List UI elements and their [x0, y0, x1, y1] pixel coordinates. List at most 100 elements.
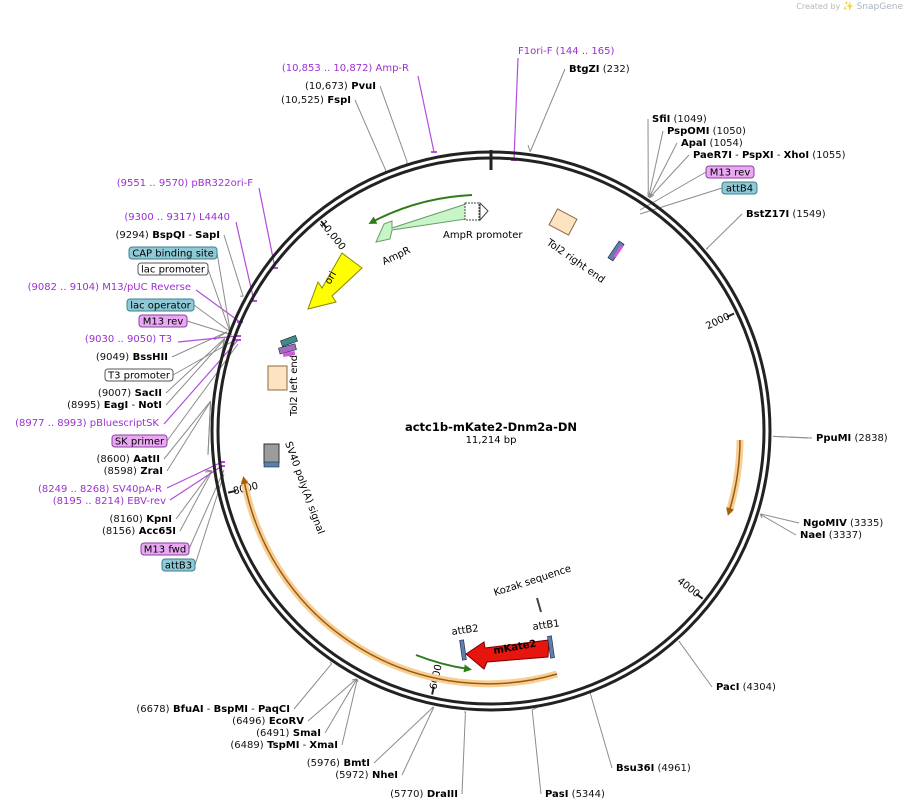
site-position: (5770)	[390, 789, 423, 800]
site-label-bsshii[interactable]: (9049) BssHII	[96, 352, 168, 363]
enzyme-name: BspQI	[149, 230, 185, 241]
attb3-feature	[263, 461, 280, 468]
plasmid-name: actc1b-mKate2-Dnm2a-DN	[405, 420, 577, 434]
site-label-btgzi[interactable]: BtgZI (232)	[569, 64, 630, 75]
feature-box-label: attB4	[726, 184, 753, 195]
site-label-pasi[interactable]: PasI (5344)	[545, 789, 605, 800]
site-position: (2838)	[851, 433, 888, 444]
enzyme-name: PaqCI	[258, 704, 290, 715]
feature-box-m13rev-l[interactable]	[138, 314, 188, 328]
primer-label-pbr322[interactable]: (9551 .. 9570) pBR322ori-F	[117, 178, 253, 189]
primer-text: (8195 .. 8214)	[53, 496, 125, 507]
site-position: (10,525)	[281, 95, 324, 106]
tick-mark	[695, 592, 704, 600]
site-label-psp0mi[interactable]: PspOMI (1050)	[667, 126, 746, 137]
sv40-polya-feature	[263, 443, 280, 464]
primer-label-pbluescript[interactable]: (8977 .. 8993) pBluescriptSK	[15, 418, 159, 429]
site-label-sfii[interactable]: SfiI (1049)	[652, 114, 707, 125]
enzyme-name: BmtI	[340, 758, 370, 769]
tol2-right-end-feature	[548, 208, 578, 236]
site-position: -	[299, 740, 309, 751]
site-label-kpni[interactable]: (8160) KpnI	[110, 514, 173, 525]
site-leader-line	[207, 401, 212, 455]
site-label-bspqi[interactable]: (9294) BspQI - SapI	[115, 230, 220, 241]
site-label-paer7i[interactable]: PaeR7I - PspXI - XhoI (1055)	[693, 150, 846, 161]
site-position: (6678)	[136, 704, 169, 715]
site-leader-line	[179, 470, 213, 532]
feature-box-lacprom[interactable]	[137, 262, 209, 276]
site-label-tspmi[interactable]: (6489) TspMI - XmaI	[230, 740, 338, 751]
site-label-pvui[interactable]: (10,673) PvuI	[305, 81, 376, 92]
primer-text: M13/pUC Reverse	[99, 282, 191, 293]
primer-label-m13puc[interactable]: (9082 .. 9104) M13/pUC Reverse	[28, 282, 191, 293]
feature-box-m13fwd[interactable]	[140, 542, 190, 556]
site-position: (6489)	[230, 740, 263, 751]
site-label-bmti[interactable]: (5976) BmtI	[307, 758, 370, 769]
site-label-paci[interactable]: PacI (4304)	[716, 682, 776, 693]
feature-name-amprprom-lbl: AmpR promoter	[443, 230, 523, 241]
primer-text: pBR322ori-F	[188, 178, 253, 189]
site-leader-line	[307, 678, 357, 722]
site-leader-line	[373, 706, 434, 764]
enzyme-name: XhoI	[784, 150, 809, 161]
enzyme-name: AatII	[130, 454, 160, 465]
primer-text: L4440	[196, 212, 230, 223]
tick-label: 10,000	[317, 218, 348, 252]
feature-box-skprimer[interactable]	[111, 434, 168, 448]
site-label-bstz17i[interactable]: BstZ17I (1549)	[746, 209, 826, 220]
primer-label-f1ori[interactable]: F1ori-F (144 .. 165)	[518, 46, 614, 57]
enzyme-name: TspMI	[264, 740, 300, 751]
site-label-smai[interactable]: (6491) SmaI	[256, 728, 321, 739]
site-label-naei[interactable]: NaeI (3337)	[800, 530, 862, 541]
site-label-ecorv[interactable]: (6496) EcoRV	[232, 716, 304, 727]
attb4-feature	[607, 240, 625, 262]
site-label-aatii[interactable]: (8600) AatII	[97, 454, 160, 465]
orf-arc-right-line	[726, 439, 741, 516]
site-label-zrai[interactable]: (8598) ZraI	[104, 466, 163, 477]
site-leader-line	[527, 144, 531, 152]
site-label-ppumi[interactable]: PpuMI (2838)	[816, 433, 888, 444]
primer-label-ebv[interactable]: (8195 .. 8214) EBV-rev	[53, 496, 166, 507]
site-label-fspi[interactable]: (10,525) FspI	[281, 95, 351, 106]
site-leader-line	[354, 99, 386, 170]
primer-label-ampr-primer[interactable]: (10,853 .. 10,872) Amp-R	[282, 63, 409, 74]
feature-box-attb3[interactable]	[161, 558, 196, 572]
site-position: -	[128, 400, 138, 411]
site-position: (8160)	[110, 514, 143, 525]
site-label-acc65i[interactable]: (8156) Acc65I	[102, 526, 176, 537]
feature-box-label: M13 rev	[143, 317, 184, 328]
site-label-draiii[interactable]: (5770) DraIII	[390, 789, 458, 800]
primer-text: (9300 .. 9317)	[124, 212, 196, 223]
site-label-eagi[interactable]: (8995) EagI - NotI	[67, 400, 162, 411]
attb2-feature	[459, 639, 467, 661]
tick-mark	[320, 220, 327, 229]
site-leader-line	[293, 663, 333, 710]
site-label-bsu36i[interactable]: Bsu36I (4961)	[616, 763, 691, 774]
feature-box-attb4[interactable]	[721, 181, 758, 195]
site-leader-line	[401, 706, 435, 776]
primer-text: (9082 .. 9104)	[28, 282, 100, 293]
site-position: (9007)	[98, 388, 131, 399]
primer-label-sv40pa[interactable]: (8249 .. 8268) SV40pA-R	[38, 484, 162, 495]
site-leader-line	[324, 678, 358, 734]
primer-leader-line	[169, 465, 223, 501]
site-label-apai[interactable]: ApaI (1054)	[681, 138, 743, 149]
site-label-ngomiv[interactable]: NgoMIV (3335)	[803, 518, 883, 529]
feature-box-t3prom[interactable]	[104, 368, 174, 382]
feature-box-lacop[interactable]	[126, 298, 195, 312]
enzyme-name: BstZ17I	[746, 209, 789, 220]
feature-box-capbs[interactable]	[128, 246, 218, 260]
snapgene-logo-icon: ✨	[842, 2, 855, 12]
enzyme-name: NotI	[138, 400, 162, 411]
site-label-sacii[interactable]: (9007) SacII	[98, 388, 162, 399]
feature-box-m13rev-r[interactable]	[705, 165, 755, 179]
site-label-bfuai[interactable]: (6678) BfuAI - BspMI - PaqCI	[136, 704, 290, 715]
primer-label-t3[interactable]: (9030 .. 9050) T3	[85, 334, 172, 345]
enzyme-name: XmaI	[309, 740, 338, 751]
site-leader-line	[760, 513, 797, 536]
primer-label-l4440[interactable]: (9300 .. 9317) L4440	[124, 212, 230, 223]
primer-text: T3	[156, 334, 172, 345]
site-label-nhei[interactable]: (5972) NheI	[335, 770, 398, 781]
site-position: (8156)	[102, 526, 135, 537]
site-position: (3335)	[847, 518, 884, 529]
